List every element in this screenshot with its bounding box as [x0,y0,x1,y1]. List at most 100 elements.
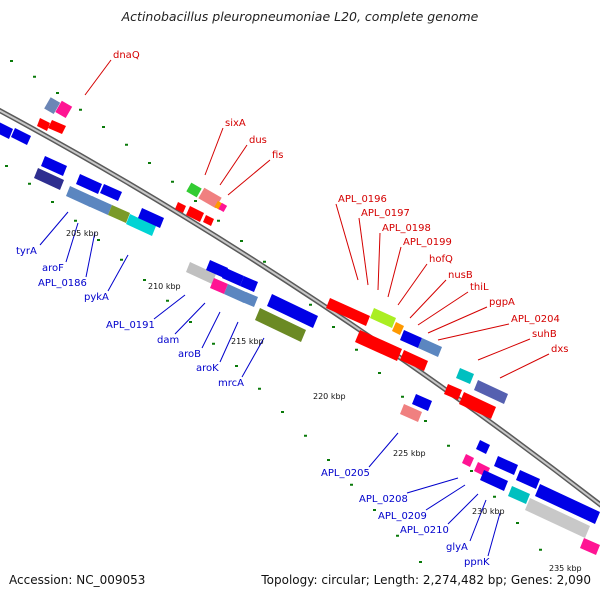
kbp-tick-label: 225 kbp [393,449,426,458]
gene-blue-g [240,276,258,292]
gene-blue-o [535,484,600,524]
tick-dot [493,495,496,498]
tick-dots [5,60,542,563]
tick-dot [516,522,519,524]
tick-dot [97,239,100,241]
gene-cyan-3 [508,486,530,504]
gene-label-APL_0204: APL_0204 [511,314,560,325]
gene-red-1 [175,202,186,213]
tick-dot [102,126,105,128]
tick-dot [396,534,399,537]
gene-label-APL_0210: APL_0210 [400,525,449,536]
leader-line [358,217,369,286]
gene-purple [34,168,64,190]
gene-lime [370,308,396,328]
tick-dot [419,561,422,563]
gene-label-fis: fis [272,150,284,161]
leader-line [241,337,265,378]
tick-dot [10,60,13,62]
tick-dot [74,219,77,222]
tick-dot [235,365,238,367]
gene-label-glyA: glyA [446,542,468,553]
leader-line [425,484,466,511]
gene-blue-k [476,440,490,454]
leader-line [409,279,447,319]
gene-steel-5 [418,338,442,357]
tick-dot [79,108,82,111]
leader-line [201,311,221,349]
gene-red-row-2 [355,330,402,361]
leader-line [427,306,488,334]
gene-dnaQ-arrow [37,118,50,131]
gene-label-APL_0205: APL_0205 [321,468,370,479]
gene-steel-4 [242,292,258,307]
gene-red-3 [203,215,214,226]
gene-blue-i [400,330,422,348]
leader-line [174,302,206,335]
gene-steel-1 [66,186,94,207]
kbp-tick-label: 230 kbp [472,507,505,516]
gene-cyan-2 [456,368,474,384]
kbp-tick-label: 235 kbp [549,564,582,573]
gene-dnaQ-pink [55,100,73,119]
gene-label-aroB: aroB [178,349,201,360]
gene-olive-1 [108,205,130,223]
accession-text: Accession: NC_009053 [9,573,146,587]
kbp-tick-label: 215 kbp [231,337,264,346]
leader-line [377,232,381,291]
gene-blue-a [41,156,67,176]
gene-label-hofQ: hofQ [429,254,453,265]
tick-dot [56,92,59,94]
tick-dot [33,75,36,78]
gene-dnaQ-block [44,97,61,115]
tick-dot [125,143,128,146]
tick-dot [350,483,353,486]
tick-dot [189,321,192,323]
leader-line [499,353,550,379]
tick-dot [258,387,261,390]
gene-label-dxs: dxs [551,344,568,355]
tick-dot [332,326,335,328]
gene-salmon-2 [400,404,422,422]
reverse-labels: tyrAaroFAPL_0186pykAAPL_0191damaroBaroKm… [16,211,501,568]
leader-line [487,512,501,557]
tick-dot [120,258,123,261]
feature-blocks [0,97,600,555]
leader-line [107,254,129,292]
leader-line [84,59,112,96]
gene-left-blue-1 [0,122,13,139]
gene-blue-f [222,268,244,286]
tick-dot [424,420,427,422]
tick-dot [378,372,381,374]
leader-line [406,477,459,494]
gene-label-mrcA: mrcA [218,378,244,389]
leader-line [153,294,186,320]
leader-line [39,211,69,246]
forward-labels: dnaQsixAdusfisAPL_0196APL_0197APL_0198AP… [84,50,568,379]
gene-orange-2 [392,322,404,335]
tick-dot [143,279,146,281]
gene-dus-salmon [198,187,222,209]
gene-pink-4 [580,538,600,555]
tick-dot [355,348,358,351]
gene-label-APL_0198: APL_0198 [382,223,431,234]
tick-dot [5,165,8,167]
gene-pink-1 [210,278,228,294]
gene-blue-e [206,260,228,278]
gene-purple-2 [474,380,508,404]
tick-dot [401,395,404,398]
gene-red-row-4 [444,384,462,400]
topology-text: Topology: circular; Length: 2,274,482 bp… [261,573,591,587]
leader-line [437,323,510,341]
tick-dot [263,260,266,263]
gene-label-aroK: aroK [196,363,219,374]
gene-red-row-3 [400,350,428,371]
gene-label-APL_0186: APL_0186 [38,278,87,289]
gene-fis-pink [218,202,228,212]
leader-line [65,222,79,263]
gene-label-APL_0209: APL_0209 [378,511,427,522]
leader-line [477,338,531,361]
gene-silver-1 [186,262,216,284]
